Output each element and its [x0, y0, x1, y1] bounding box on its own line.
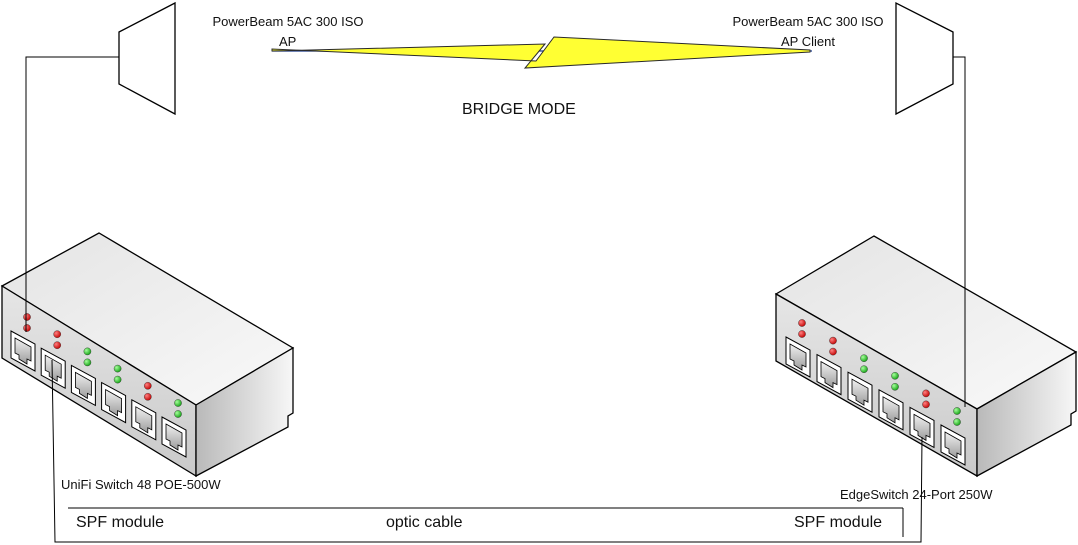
status-led-green	[83, 347, 92, 356]
switch-right-ports	[785, 319, 966, 466]
antenna-left-icon	[118, 1, 176, 116]
status-led-red	[143, 381, 152, 390]
ethernet-port	[878, 388, 904, 431]
ethernet-port	[10, 330, 36, 372]
status-led-red	[829, 336, 837, 345]
cable-right-antenna-to-switch	[953, 56, 966, 407]
ethernet-port	[940, 424, 966, 466]
switch-left-label: UniFi Switch 48 POE-500W	[61, 477, 221, 492]
right-sfp-module-label: SPF module	[794, 514, 883, 531]
status-led-red	[798, 319, 806, 327]
status-led-red	[53, 330, 62, 339]
status-led-red	[23, 324, 31, 332]
status-led-green	[953, 418, 961, 426]
ethernet-port	[101, 381, 127, 424]
switch-right	[774, 235, 1078, 478]
status-led-red	[143, 392, 152, 401]
antenna-left-role-label: AP	[279, 34, 297, 49]
ethernet-port	[816, 353, 842, 396]
status-led-green	[174, 399, 182, 407]
status-led-green	[113, 375, 122, 384]
status-led-green	[860, 365, 868, 374]
left-sfp-module-label: SPF module	[76, 514, 165, 531]
switch-left	[0, 232, 295, 478]
status-led-red	[922, 400, 930, 409]
antenna-left-model-label: PowerBeam 5AC 300 ISO	[212, 14, 364, 29]
switch-left-ports	[10, 313, 187, 458]
antenna-right-icon	[895, 1, 954, 116]
cable-left-antenna-to-switch	[25, 56, 119, 332]
status-led-green	[953, 407, 961, 415]
status-led-green	[860, 354, 868, 363]
switch-right-label: EdgeSwitch 24-Port 250W	[840, 487, 993, 502]
status-led-red	[53, 341, 62, 350]
ethernet-port	[40, 347, 66, 390]
wireless-link	[271, 36, 812, 69]
ethernet-port	[70, 364, 96, 407]
status-led-red	[922, 389, 930, 398]
ethernet-port	[847, 371, 873, 414]
antenna-right-model-label: PowerBeam 5AC 300 ISO	[732, 14, 884, 29]
optic-cable-label: optic cable	[386, 514, 463, 531]
status-led-red	[798, 330, 806, 338]
ethernet-port	[131, 398, 157, 441]
status-led-red	[23, 313, 31, 321]
status-led-green	[891, 382, 899, 391]
ethernet-port	[909, 406, 935, 449]
status-led-green	[113, 364, 122, 373]
status-led-green	[174, 410, 182, 418]
lightning-bolt-icon	[271, 36, 811, 69]
ethernet-port	[161, 416, 187, 458]
optic-cable-line	[51, 359, 923, 543]
status-led-green	[891, 371, 899, 380]
status-led-green	[83, 358, 92, 367]
ethernet-port	[785, 336, 811, 378]
diagram-title: BRIDGE MODE	[462, 101, 576, 118]
antenna-right-role-label: AP Client	[781, 34, 835, 49]
status-led-red	[829, 347, 837, 356]
